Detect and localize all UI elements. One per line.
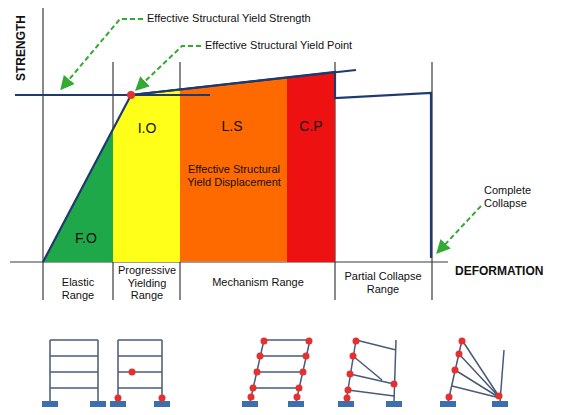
band-note: Effective Structural Yield Displacement	[184, 163, 284, 188]
text-slot: C.P	[289, 118, 333, 134]
base-block	[42, 401, 58, 407]
y-axis	[42, 8, 43, 300]
text-slot: Elastic Range	[45, 276, 111, 301]
hinge-dot	[300, 369, 307, 376]
frame-icon	[346, 340, 396, 402]
axes	[10, 8, 448, 300]
band-fill	[113, 90, 180, 263]
hinge-dot	[254, 369, 261, 376]
hinge-dot	[296, 385, 303, 392]
base-block	[338, 401, 354, 407]
band-fill	[180, 77, 287, 262]
level-label: F.O	[66, 230, 106, 246]
capacity-curve	[43, 72, 431, 262]
hinge-dot	[115, 395, 122, 402]
hinge-dot	[459, 338, 466, 345]
base-block	[90, 401, 106, 407]
plastic-hinges	[115, 338, 503, 402]
hinge-dot	[347, 371, 354, 378]
hinge-dot	[248, 394, 255, 401]
text-slot: Mechanism Range	[183, 276, 333, 289]
band-shape	[287, 72, 335, 262]
base-block	[154, 401, 170, 407]
hinge-dot	[129, 369, 136, 376]
yield-strength-line	[15, 94, 210, 96]
text-slot: Effective Structural Yield Displacement	[184, 163, 284, 188]
text-slot: I.O	[122, 120, 172, 136]
level-label: C.P	[289, 118, 333, 134]
hinge-dot	[350, 353, 357, 360]
axis-title: DEFORMATION	[455, 265, 561, 279]
hinge-dot	[306, 338, 313, 345]
range-label: Progressive Yielding Range	[114, 264, 180, 302]
frame-icon	[250, 340, 310, 402]
text-slot: Complete Collapse	[484, 184, 542, 209]
performance-band: I.O	[113, 90, 180, 263]
range-label: Partial Collapse Range	[338, 270, 428, 295]
callout-arrow	[137, 46, 201, 89]
hinge-dot	[303, 353, 310, 360]
text-slot: Progressive Yielding Range	[114, 264, 180, 302]
frame-icons	[50, 340, 504, 402]
band-shape	[113, 90, 180, 263]
base-block	[386, 401, 402, 407]
hinge-dot	[446, 394, 453, 401]
text-slot: DEFORMATION	[455, 265, 561, 279]
level-label: L.S	[202, 118, 262, 134]
callout-arrow	[62, 19, 143, 88]
hinge-dot	[353, 338, 360, 345]
text-slot: Effective Structural Yield Point	[205, 39, 395, 52]
level-label: I.O	[122, 120, 172, 136]
base-block	[242, 401, 258, 407]
performance-band: L.S Effective Structural Yield Displaceme…	[180, 77, 287, 262]
frame-bases	[42, 401, 508, 407]
base-block	[110, 401, 126, 407]
callout-text: Effective Structural Yield Strength	[147, 12, 347, 25]
callout-text: Complete Collapse	[484, 184, 542, 209]
hinge-dot	[344, 395, 351, 402]
hinge-dot	[257, 353, 264, 360]
axis-title: STRENGTH	[15, 15, 29, 81]
frame-icon	[118, 340, 162, 402]
hinge-dot	[452, 367, 459, 374]
frame-icon	[50, 340, 98, 402]
text-slot: Partial Collapse Range	[338, 270, 428, 295]
yield-point-dot	[127, 91, 135, 99]
frame-icon	[448, 340, 504, 402]
range-label: Elastic Range	[45, 276, 111, 301]
text-slot: L.S	[202, 118, 262, 134]
post-yield-line	[131, 70, 356, 95]
base-block	[288, 401, 304, 407]
hinge-dot	[250, 385, 257, 392]
text-slot: STRENGTH	[15, 15, 29, 81]
hinge-dot	[391, 381, 398, 388]
range-label: Mechanism Range	[183, 276, 333, 289]
text-slot: Effective Structural Yield Strength	[147, 12, 347, 25]
hinge-dot	[496, 393, 503, 400]
band-fill	[287, 72, 335, 262]
base-block	[440, 401, 456, 407]
base-block	[492, 401, 508, 407]
callout-text: Effective Structural Yield Point	[205, 39, 395, 52]
hinge-dot	[261, 338, 268, 345]
callout-arrow	[438, 206, 481, 252]
hinge-dot	[456, 351, 463, 358]
text-slot: F.O	[66, 230, 106, 246]
hinge-dot	[294, 394, 301, 401]
hinge-dot	[345, 387, 352, 394]
performance-band: C.P	[287, 72, 335, 262]
hinge-dot	[159, 395, 166, 402]
